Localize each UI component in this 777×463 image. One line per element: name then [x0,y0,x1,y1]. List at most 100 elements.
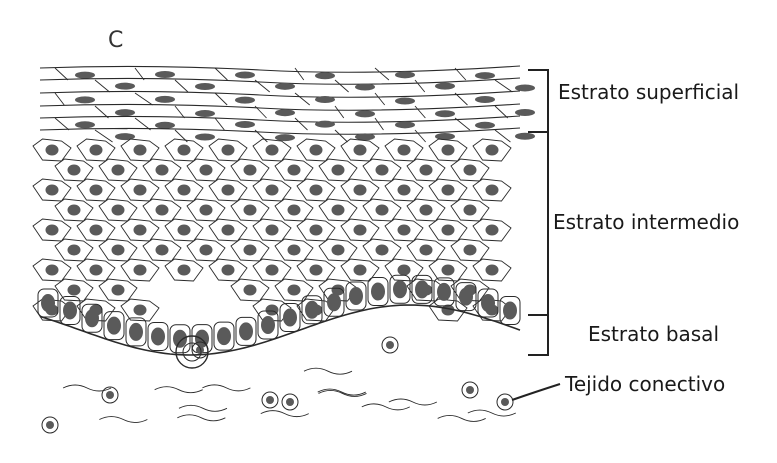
connective-cell-nucleus [266,396,274,404]
superficial-cell-wall [495,80,512,92]
intermediate-cell-nucleus [46,185,59,196]
intermediate-cell-nucleus [200,205,213,216]
intermediate-cell-nucleus [266,225,279,236]
intermediate-cell-nucleus [266,265,279,276]
superficial-cell-wall [175,106,185,118]
basal-cell-nucleus [129,323,143,341]
connective-fiber [202,385,250,391]
basal-cell-nucleus [107,317,121,335]
intermediate-cell-nucleus [112,285,125,296]
connective-fiber [304,368,352,374]
intermediate-cell-nucleus [398,225,411,236]
intermediate-cell-nucleus [376,245,389,256]
intermediate-cell-nucleus [200,165,213,176]
superficial-cell-wall [295,118,308,130]
intermediate-cell-nucleus [68,205,81,216]
superficial-cell-nucleus [75,121,95,128]
superficial-cell-wall [55,118,69,130]
intermediate-cell-nucleus [442,185,455,196]
intermediate-cell-nucleus [310,225,323,236]
intermediate-cell-nucleus [90,185,103,196]
basal-cell-nucleus [217,327,231,345]
superficial-cell-nucleus [195,83,215,90]
intermediate-cell-nucleus [442,145,455,156]
basal-cell-nucleus [415,280,429,298]
intermediate-cell-nucleus [288,205,301,216]
superficial-cell-nucleus [235,97,255,104]
superficial-cell-wall [415,106,425,118]
stratum-brackets [512,70,560,400]
label-estrato-intermedio: Estrato intermedio [553,212,739,232]
connective-cell-nucleus [106,391,114,399]
intermediate-bracket [528,132,548,315]
intermediate-cell-nucleus [398,185,411,196]
connective-cell-nucleus [501,398,509,406]
superficial-cell-boundary [40,104,520,110]
intermediate-cell-nucleus [398,145,411,156]
superficial-cell-wall [135,93,153,105]
label-tejido-conectivo: Tejido conectivo [565,374,725,394]
superficial-cell-nucleus [195,110,215,117]
basal-cell-nucleus [437,283,451,301]
intermediate-cell-nucleus [486,145,499,156]
intermediate-cell-nucleus [486,265,499,276]
intermediate-cell-nucleus [354,265,367,276]
intermediate-cell-nucleus [222,185,235,196]
connective-pointer-line [512,384,560,400]
superficial-cell-nucleus [475,96,495,103]
superficial-cell-nucleus [515,109,535,116]
superficial-cell-wall [335,80,349,92]
superficial-cell-boundary [40,91,520,97]
intermediate-cell-nucleus [244,245,257,256]
superficial-cell-nucleus [235,72,255,79]
intermediate-cell-nucleus [134,185,147,196]
basal-cell-nucleus [261,316,275,334]
intermediate-cell-nucleus [200,245,213,256]
basal-cell-nucleus [503,302,517,320]
superficial-bracket [528,70,548,132]
superficial-cell-nucleus [355,133,375,140]
intermediate-cell-nucleus [222,145,235,156]
intermediate-cell-nucleus [332,245,345,256]
intermediate-cell-nucleus [354,145,367,156]
basal-bracket [528,315,548,355]
basal-cell-nucleus [173,330,187,348]
superficial-cell-nucleus [275,109,295,116]
connective-fiber [438,415,486,421]
basal-cell-nucleus [41,294,55,312]
connective-fiber [99,417,147,423]
intermediate-cell-nucleus [178,145,191,156]
superficial-cell-nucleus [475,72,495,79]
intermediate-cell-nucleus [244,205,257,216]
superficial-cell-nucleus [275,134,295,141]
intermediate-cell-nucleus [178,185,191,196]
superficial-cell-nucleus [275,83,295,90]
superficial-cell-nucleus [235,121,255,128]
superficial-cell-nucleus [395,71,415,78]
superficial-cell-nucleus [195,133,215,140]
intermediate-cell-nucleus [288,245,301,256]
intermediate-cell-nucleus [244,285,257,296]
intermediate-cell-nucleus [354,225,367,236]
intermediate-cell-nucleus [310,185,323,196]
intermediate-cell-nucleus [156,245,169,256]
superficial-cell-wall [375,68,389,80]
intermediate-cell-nucleus [266,185,279,196]
intermediate-cell-nucleus [156,205,169,216]
superficial-cell-nucleus [75,72,95,79]
intermediate-cell-nucleus [134,225,147,236]
superficial-cell-wall [415,130,426,142]
superficial-cell-nucleus [435,83,455,90]
superficial-cell-wall [295,68,304,80]
basal-cell-nucleus [481,294,495,312]
intermediate-cell-nucleus [332,205,345,216]
intermediate-cell-nucleus [420,205,433,216]
superficial-cell-wall [335,106,344,118]
intermediate-cell-nucleus [156,165,169,176]
connective-fiber [389,399,437,405]
intermediate-cell-nucleus [332,165,345,176]
superficial-cell-nucleus [315,96,335,103]
superficial-cell-nucleus [155,96,175,103]
basal-cell-nucleus [63,301,77,319]
basal-cell-nucleus [85,309,99,327]
